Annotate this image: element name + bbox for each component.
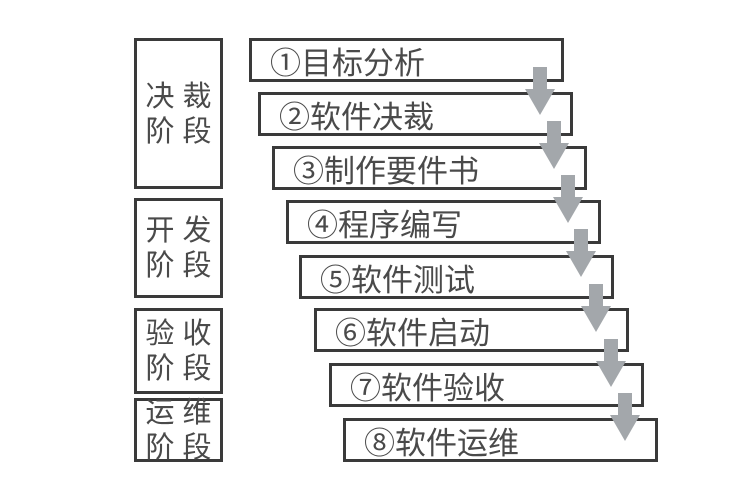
- down-arrow-icon: [539, 121, 569, 169]
- arrow-head: [596, 361, 626, 387]
- phase-label-line: 阶段: [145, 351, 220, 385]
- phase-label-line: 阶段: [145, 248, 220, 282]
- arrow-head: [566, 251, 596, 277]
- step-label: ⑦软件验收: [350, 370, 505, 407]
- arrow-head: [553, 197, 583, 223]
- step-label: ⑥软件启动: [335, 315, 490, 352]
- arrow-head: [581, 306, 611, 332]
- step-box-1: ①目标分析: [249, 38, 564, 82]
- step-box-3: ③制作要件书: [272, 146, 587, 190]
- step-box-7: ⑦软件验收: [329, 363, 644, 407]
- phase-box-operations: 运维 阶段: [134, 395, 223, 464]
- step-label: ②软件决裁: [279, 99, 434, 136]
- arrow-head: [610, 415, 640, 441]
- down-arrow-icon: [525, 67, 555, 115]
- arrow-head: [539, 143, 569, 169]
- arrow-shaft: [604, 339, 618, 363]
- step-label: ①目标分析: [270, 45, 425, 82]
- step-label: ⑤软件测试: [320, 262, 475, 299]
- step-label: ④程序编写: [307, 207, 462, 244]
- step-box-4: ④程序编写: [286, 200, 601, 244]
- down-arrow-icon: [566, 229, 596, 277]
- phase-label-line: 阶段: [145, 113, 220, 148]
- phase-box-acceptance: 验收 阶段: [134, 308, 223, 394]
- phase-label-line: 运维: [145, 395, 220, 429]
- phase-label-line: 开发: [145, 213, 220, 247]
- phase-box-development: 开发 阶段: [134, 198, 223, 298]
- step-box-2: ②软件决裁: [258, 92, 573, 136]
- arrow-head: [525, 89, 555, 115]
- step-label: ⑧软件运维: [364, 425, 519, 462]
- arrow-shaft: [618, 393, 632, 417]
- step-box-6: ⑥软件启动: [314, 308, 629, 352]
- down-arrow-icon: [610, 393, 640, 441]
- down-arrow-icon: [581, 284, 611, 332]
- arrow-shaft: [574, 229, 588, 253]
- arrow-shaft: [547, 121, 561, 145]
- arrow-shaft: [589, 284, 603, 308]
- step-box-5: ⑤软件测试: [299, 255, 614, 299]
- arrow-shaft: [533, 67, 547, 91]
- down-arrow-icon: [553, 175, 583, 223]
- phase-label-line: 决裁: [145, 78, 220, 113]
- step-label: ③制作要件书: [293, 153, 479, 190]
- phase-label-line: 验收: [145, 316, 220, 350]
- down-arrow-icon: [596, 339, 626, 387]
- phase-box-decision: 决裁 阶段: [134, 38, 223, 189]
- step-box-8: ⑧软件运维: [343, 418, 658, 462]
- phase-label-line: 阶段: [145, 430, 220, 464]
- arrow-shaft: [561, 175, 575, 199]
